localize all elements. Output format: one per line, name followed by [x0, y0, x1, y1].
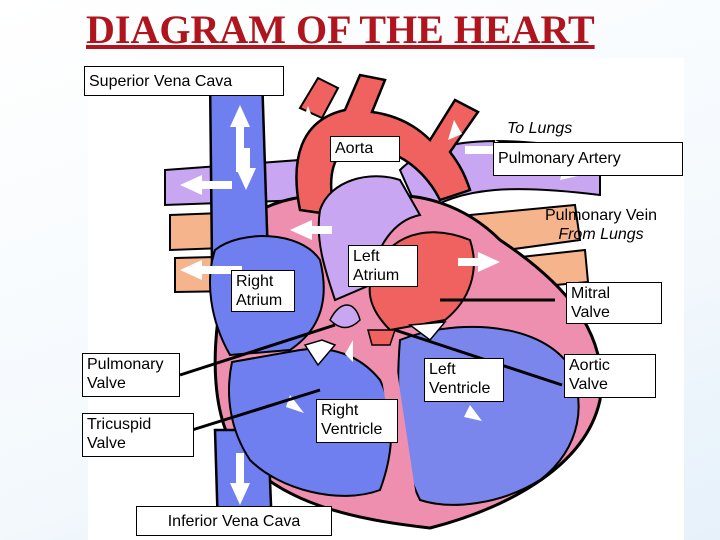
- superior-vena-cava-text: Superior Vena Cava: [89, 73, 233, 90]
- tricuspid-valve-shape: [303, 339, 337, 367]
- right-atrium-text-line2: Atrium: [236, 292, 283, 309]
- pulmonary-valve-text-line2: Valve: [87, 375, 126, 392]
- aorta-text: Aorta: [335, 140, 374, 157]
- aortic-valve-text-line1: Aortic: [569, 357, 610, 374]
- pulmonary-artery-text: Pulmonary Artery: [498, 150, 621, 167]
- tricuspid-valve-text-line2: Valve: [87, 435, 126, 452]
- right-ventricle-text-line1: Right: [321, 402, 359, 419]
- right-ventricle-chamber: [228, 347, 393, 497]
- to-lungs-label: To Lungs: [503, 118, 576, 139]
- mitral-valve-label: Mitral Valve: [566, 282, 662, 324]
- mitral-valve-text-line2: Valve: [571, 304, 610, 321]
- page-title: DIAGRAM OF THE HEART: [86, 7, 595, 52]
- left-ventricle-label: Left Ventricle: [424, 358, 504, 402]
- pulmonary-artery-label: Pulmonary Artery: [493, 142, 683, 176]
- pulmonary-vein-label: Pulmonary Vein From Lungs: [526, 205, 676, 257]
- right-ventricle-text-line2: Ventricle: [321, 421, 383, 438]
- aortic-valve-text-line2: Valve: [569, 376, 608, 393]
- left-atrium-label: Left Atrium: [348, 245, 418, 287]
- left-atrium-text-line1: Left: [353, 248, 380, 265]
- pulmonary-valve-label: Pulmonary Valve: [82, 353, 180, 397]
- mitral-valve-text-line1: Mitral: [571, 285, 611, 302]
- right-atrium-label: Right Atrium: [231, 270, 295, 312]
- pulmonary-valve-shape: [329, 304, 361, 329]
- inferior-vena-cava-label: Inferior Vena Cava: [136, 506, 332, 536]
- left-ventricle-text-line2: Ventricle: [429, 380, 491, 397]
- aortic-valve-shape: [367, 329, 397, 346]
- left-ventricle-text-line1: Left: [429, 361, 456, 378]
- to-lungs-text: To Lungs: [507, 120, 573, 137]
- aorta-branch-left: [298, 76, 340, 120]
- aorta-label: Aorta: [330, 136, 400, 162]
- pulmonary-vein-text-line2: From Lungs: [558, 226, 644, 243]
- pulmonary-vein-text-line1: Pulmonary Vein: [544, 207, 658, 224]
- aortic-valve-label: Aortic Valve: [564, 354, 656, 398]
- mitral-valve-shape: [407, 321, 447, 342]
- tricuspid-valve-text-line1: Tricuspid: [87, 416, 152, 433]
- pulmonary-valve-text-line1: Pulmonary: [87, 356, 164, 373]
- pulmonary-trunk: [317, 175, 422, 302]
- tricuspid-valve-label: Tricuspid Valve: [82, 413, 194, 457]
- superior-vena-cava-label: Superior Vena Cava: [84, 66, 284, 96]
- right-atrium-text-line1: Right: [236, 273, 274, 290]
- right-ventricle-label: Right Ventricle: [316, 399, 398, 443]
- left-atrium-text-line2: Atrium: [353, 267, 400, 284]
- leader-lines: [179, 298, 563, 432]
- inferior-vena-cava-text: Inferior Vena Cava: [167, 513, 301, 530]
